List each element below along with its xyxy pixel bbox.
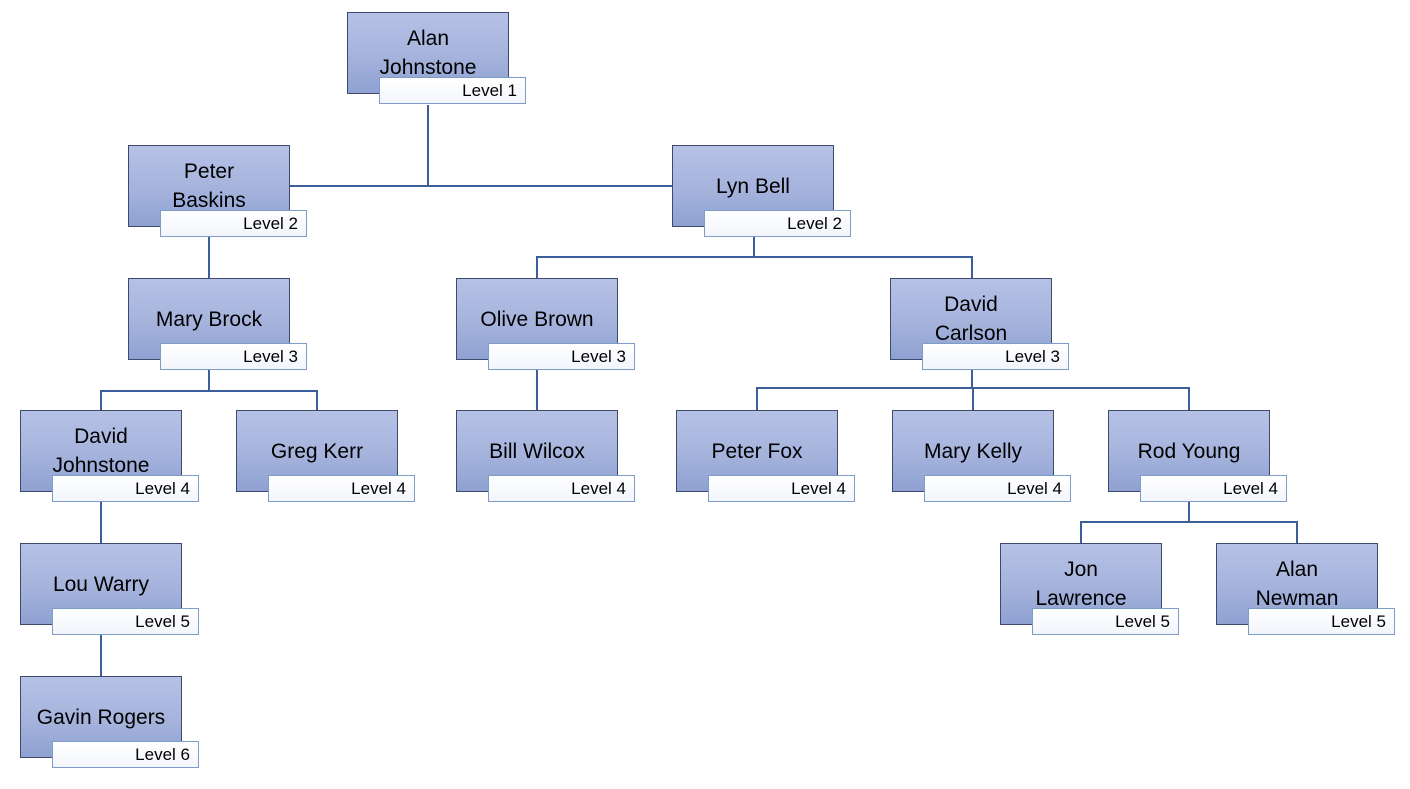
node-name: Bill Wilcox bbox=[489, 439, 585, 463]
connector-line bbox=[1081, 521, 1298, 523]
node-name: David Carlson bbox=[934, 293, 1008, 345]
level-badge[interactable]: Level 5 bbox=[1248, 608, 1395, 635]
connector-line bbox=[971, 256, 973, 278]
connector-line bbox=[316, 390, 318, 410]
level-badge[interactable]: Level 1 bbox=[379, 77, 526, 104]
connector-line bbox=[100, 634, 102, 676]
level-badge[interactable]: Level 3 bbox=[160, 343, 307, 370]
node-name: Mary Brock bbox=[155, 307, 263, 331]
connector-line bbox=[427, 105, 429, 186]
org-node-lou-warry[interactable]: Lou Warry Level 5 bbox=[20, 543, 199, 635]
node-name: Jon Lawrence bbox=[1035, 558, 1127, 610]
connector-line bbox=[756, 387, 758, 410]
level-label: Level 3 bbox=[1005, 346, 1060, 366]
level-badge[interactable]: Level 4 bbox=[708, 475, 855, 502]
level-label: Level 3 bbox=[243, 346, 298, 366]
connector-line bbox=[753, 236, 755, 258]
level-label: Level 4 bbox=[791, 478, 846, 498]
level-badge[interactable]: Level 4 bbox=[268, 475, 415, 502]
level-label: Level 5 bbox=[1115, 611, 1170, 631]
level-label: Level 6 bbox=[135, 744, 190, 764]
connector-line bbox=[290, 185, 672, 187]
org-node-greg-kerr[interactable]: Greg Kerr Level 4 bbox=[236, 410, 415, 502]
connector-line bbox=[1080, 521, 1082, 543]
node-name: Peter Fox bbox=[711, 439, 803, 463]
org-node-olive-brown[interactable]: Olive Brown Level 3 bbox=[456, 278, 635, 370]
level-label: Level 2 bbox=[243, 213, 298, 233]
level-badge[interactable]: Level 5 bbox=[1032, 608, 1179, 635]
org-node-peter-baskins[interactable]: Peter Baskins Level 2 bbox=[128, 145, 307, 237]
node-name: Rod Young bbox=[1137, 439, 1241, 463]
connector-line bbox=[100, 390, 102, 410]
connector-line bbox=[1296, 521, 1298, 543]
level-label: Level 3 bbox=[571, 346, 626, 366]
connector-line bbox=[208, 369, 210, 392]
level-badge[interactable]: Level 2 bbox=[160, 210, 307, 237]
node-name: Greg Kerr bbox=[270, 439, 364, 463]
level-badge[interactable]: Level 4 bbox=[52, 475, 199, 502]
org-node-alan-newman[interactable]: Alan Newman Level 5 bbox=[1216, 543, 1395, 635]
node-name: Peter Baskins bbox=[172, 160, 246, 212]
node-name: Alan Newman bbox=[1255, 558, 1339, 610]
org-node-david-carlson[interactable]: David Carlson Level 3 bbox=[890, 278, 1069, 370]
connector-line bbox=[972, 387, 974, 410]
level-badge[interactable]: Level 3 bbox=[488, 343, 635, 370]
node-name: Alan Johnstone bbox=[379, 27, 477, 79]
org-node-alan-johnstone[interactable]: Alan Johnstone Level 1 bbox=[347, 12, 526, 104]
connector-line bbox=[100, 501, 102, 543]
org-node-peter-fox[interactable]: Peter Fox Level 4 bbox=[676, 410, 855, 502]
connector-line bbox=[536, 369, 538, 410]
connector-line bbox=[208, 236, 210, 278]
org-node-rod-young[interactable]: Rod Young Level 4 bbox=[1108, 410, 1287, 502]
level-badge[interactable]: Level 4 bbox=[924, 475, 1071, 502]
level-label: Level 4 bbox=[571, 478, 626, 498]
level-badge[interactable]: Level 2 bbox=[704, 210, 851, 237]
level-badge[interactable]: Level 4 bbox=[1140, 475, 1287, 502]
level-badge[interactable]: Level 6 bbox=[52, 741, 199, 768]
level-label: Level 2 bbox=[787, 213, 842, 233]
node-name: Gavin Rogers bbox=[36, 705, 166, 729]
connector-line bbox=[1188, 501, 1190, 522]
connector-line bbox=[536, 256, 538, 278]
level-label: Level 5 bbox=[1331, 611, 1386, 631]
org-node-mary-kelly[interactable]: Mary Kelly Level 4 bbox=[892, 410, 1071, 502]
level-label: Level 4 bbox=[1007, 478, 1062, 498]
level-badge[interactable]: Level 4 bbox=[488, 475, 635, 502]
level-label: Level 4 bbox=[1223, 478, 1278, 498]
level-label: Level 4 bbox=[351, 478, 406, 498]
level-label: Level 4 bbox=[135, 478, 190, 498]
org-node-jon-lawrence[interactable]: Jon Lawrence Level 5 bbox=[1000, 543, 1179, 635]
node-name: Lou Warry bbox=[52, 572, 150, 596]
node-name: Mary Kelly bbox=[923, 439, 1023, 463]
level-badge[interactable]: Level 5 bbox=[52, 608, 199, 635]
node-name: Lyn Bell bbox=[716, 174, 790, 198]
node-name: David Johnstone bbox=[52, 425, 150, 477]
connector-line bbox=[537, 256, 973, 258]
connector-line bbox=[101, 390, 318, 392]
level-label: Level 5 bbox=[135, 611, 190, 631]
level-badge[interactable]: Level 3 bbox=[922, 343, 1069, 370]
org-node-gavin-rogers[interactable]: Gavin Rogers Level 6 bbox=[20, 676, 199, 768]
level-label: Level 1 bbox=[462, 80, 517, 100]
connector-line bbox=[1188, 387, 1190, 410]
org-node-mary-brock[interactable]: Mary Brock Level 3 bbox=[128, 278, 307, 370]
org-node-bill-wilcox[interactable]: Bill Wilcox Level 4 bbox=[456, 410, 635, 502]
org-node-david-johnstone[interactable]: David Johnstone Level 4 bbox=[20, 410, 199, 502]
node-box[interactable]: David Carlson bbox=[890, 278, 1052, 360]
connector-line bbox=[971, 369, 973, 389]
node-name: Olive Brown bbox=[480, 307, 594, 331]
org-node-lyn-bell[interactable]: Lyn Bell Level 2 bbox=[672, 145, 851, 237]
